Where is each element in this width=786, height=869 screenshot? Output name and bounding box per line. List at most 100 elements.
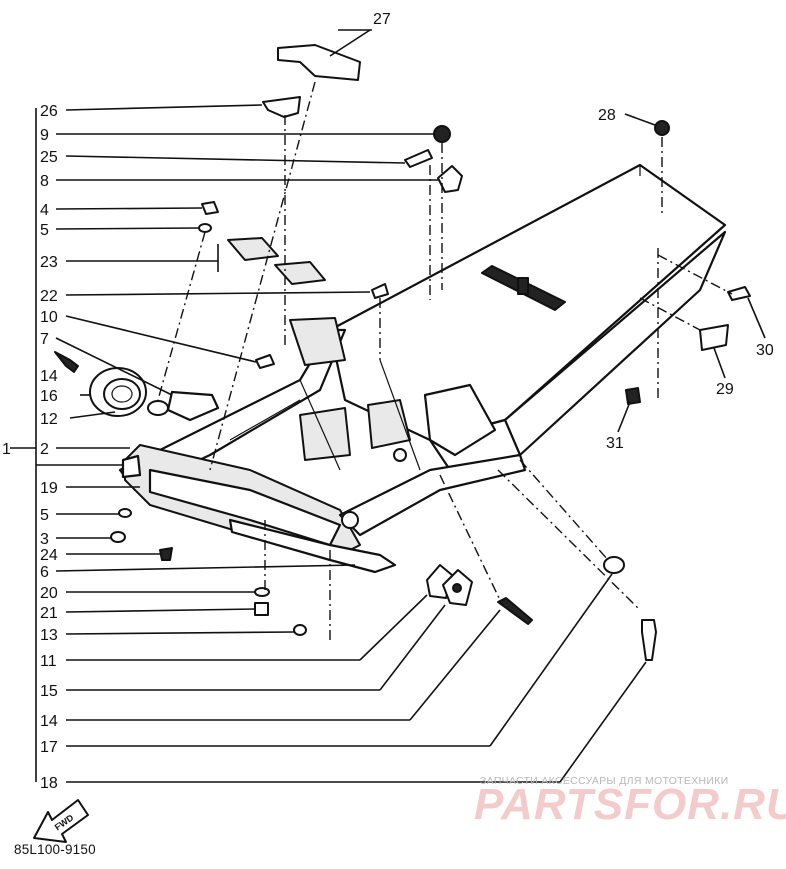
part-8-bracket [437,165,463,193]
frame-hole [393,448,407,462]
frame-brace-2 [379,359,421,471]
leader-15b [379,604,446,691]
part-14-bolt [54,351,79,373]
callout-27: 27 [373,11,391,28]
steering-bracket-7 [166,390,220,422]
callout-7: 7 [40,331,49,348]
part-30-clip [727,286,751,301]
callout-23: 23 [40,254,58,271]
part-29-plate [699,324,729,351]
leader-18b [559,661,647,783]
leader-21 [65,608,256,613]
callout-2: 2 [40,441,49,458]
part-12-seal [103,378,141,410]
part-20-washer [254,587,270,597]
callout-31: 31 [606,435,624,452]
part-28-nut [654,120,670,136]
leader-4 [55,207,203,210]
bumper-mount [121,454,142,479]
callout-20: 20 [40,585,58,602]
callout-18: 18 [40,775,58,792]
callout-leaders [10,29,766,783]
callout-14-lower: 14 [40,713,58,730]
leader-17b [489,573,613,747]
deck-rail-clamp [517,277,529,295]
engine-mount-block-center [299,407,351,461]
part-27-pad [277,44,361,81]
part-5-washer [198,223,212,233]
frame-brace-1 [299,379,341,471]
callout-28: 28 [598,107,616,124]
steering-bushing [147,400,169,416]
frame-assembly [118,163,727,574]
part-23-pad-a [227,237,279,261]
leader-10 [65,315,257,363]
leader-27 [329,29,371,57]
leader-6 [55,564,356,572]
part-18-bolt [641,619,657,661]
guide-27 [209,81,316,471]
leader-29 [713,347,726,379]
leader-14c [409,609,501,721]
frame-brace-3 [229,399,301,441]
part-4-block [201,201,219,215]
guide-14 [439,474,501,601]
leader-7 [55,337,173,396]
callout-5-upper: 5 [40,222,49,239]
part-31-nut [625,387,641,405]
callout-numbers: 27 26 9 25 8 4 5 23 22 10 7 14 16 12 1 2… [2,11,774,792]
part-22-clip [371,283,389,299]
callout-6: 6 [40,564,49,581]
guide-29 [639,297,701,331]
leader-22 [65,291,371,296]
frame-boss [341,511,359,529]
leader-5 [55,227,200,230]
callout-19: 19 [40,480,58,497]
leader-26 [65,104,263,111]
small-parts [54,44,751,661]
leader-28 [624,113,656,126]
part-24-bolt [159,547,173,561]
callout-26: 26 [40,103,58,120]
callout-30: 30 [756,342,774,359]
forward-arrow: FWD [33,799,89,843]
callout-3: 3 [40,531,49,548]
part-5-washer-lower [118,508,132,518]
guide-30 [657,254,733,295]
part-25-plate [404,149,433,168]
leader-12 [69,411,116,419]
callout-10: 10 [40,309,58,326]
callout-9: 9 [40,127,49,144]
leader-30 [747,297,766,339]
callout-29: 29 [716,381,734,398]
fwd-arrow-icon [33,799,89,843]
leader-13 [65,631,295,635]
guide-18 [497,469,641,611]
callout-12: 12 [40,411,58,428]
watermark-logo: PARTSFOR.RU [474,780,786,829]
diagram-code: 85L100-9150 [14,842,96,857]
part-23-pad-b [274,261,326,285]
leader-25 [65,155,406,164]
callout-4: 4 [40,202,49,219]
callout-21: 21 [40,605,58,622]
callout-1: 1 [2,441,11,458]
part-12-bore [111,385,133,403]
callout-5-lower: 5 [40,507,49,524]
callout-25: 25 [40,149,58,166]
part-15-hole [452,583,462,593]
callout-14-upper: 14 [40,368,58,385]
part-9-nut [433,125,451,143]
lower-right-rail [338,453,527,537]
leader-31 [617,401,631,433]
callout-24: 24 [40,547,58,564]
guide-17 [519,459,609,561]
leader-11b [359,594,428,661]
callout-11: 11 [40,653,57,670]
engine-mount-block-left [289,317,346,366]
callout-8: 8 [40,173,49,190]
callout-15: 15 [40,683,58,700]
callout-17: 17 [40,739,58,756]
